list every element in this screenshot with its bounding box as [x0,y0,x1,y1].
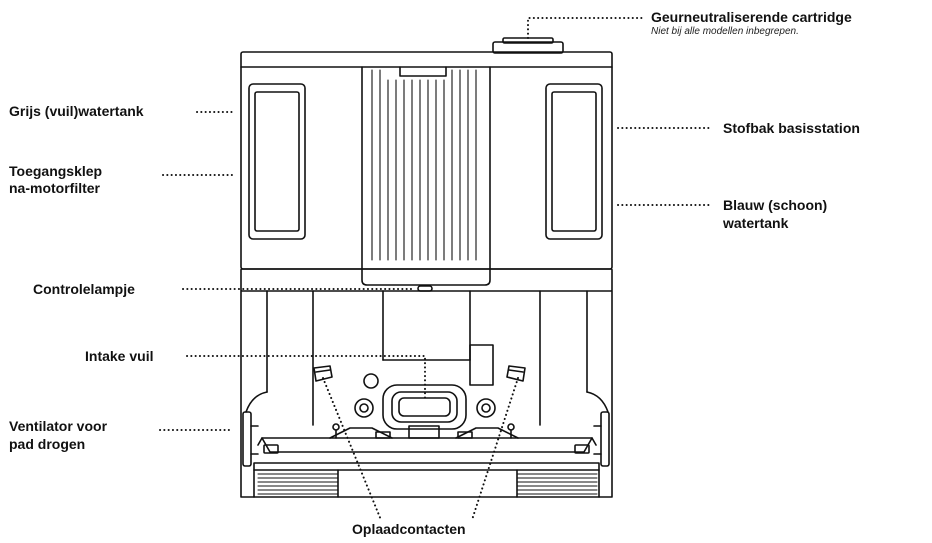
charging-contact-right [506,365,526,382]
round-sensor [363,373,379,389]
label-grey-tank: Grijs (vuil)watertank [9,103,144,119]
label-debris-intake: Intake vuil [85,348,154,364]
tread-right [516,473,598,495]
label-fan-line2: pad drogen [9,436,86,452]
indicator-band [240,268,613,292]
label-indicator: Controlelampje [33,281,135,297]
charging-contact-left [313,365,333,382]
label-blue-tank-line1: Blauw (schoon) [723,197,828,213]
label-cartridge: Geurneutraliserende cartridge [651,9,852,25]
leader-debris-intake [186,355,426,399]
label-access-flap-line2: na-motorfilter [9,180,100,196]
label-dust-bin: Stofbak basisstation [723,120,860,136]
pin-left [332,423,340,431]
label-blue-tank-line2: watertank [723,215,789,231]
dust-bin-ribs [371,69,477,261]
pin-right [507,423,515,431]
label-access-flap-line1: Toegangsklep [9,163,103,179]
station-lower-body [240,290,613,498]
label-charging-contacts: Oplaadcontacten [352,521,466,537]
screw-right [476,398,496,418]
screw-left [354,398,374,418]
grey-tank-window [248,83,306,240]
leader-contact-right [471,377,519,521]
indicator-light [417,285,433,292]
label-fan-line1: Ventilator voor [9,418,108,434]
label-cartridge-note: Niet bij alle modellen inbegrepen. [651,26,799,37]
tread-left [257,473,339,495]
dust-bin-body [361,66,491,270]
fan-vents [242,411,610,467]
leader-cartridge [527,17,643,39]
debris-intake-port [382,384,467,430]
leader-contact-left [322,377,382,521]
ramp-tray [257,425,597,454]
odor-cartridge [492,37,564,54]
blue-tank-window [545,83,603,240]
base-plate [253,462,600,498]
